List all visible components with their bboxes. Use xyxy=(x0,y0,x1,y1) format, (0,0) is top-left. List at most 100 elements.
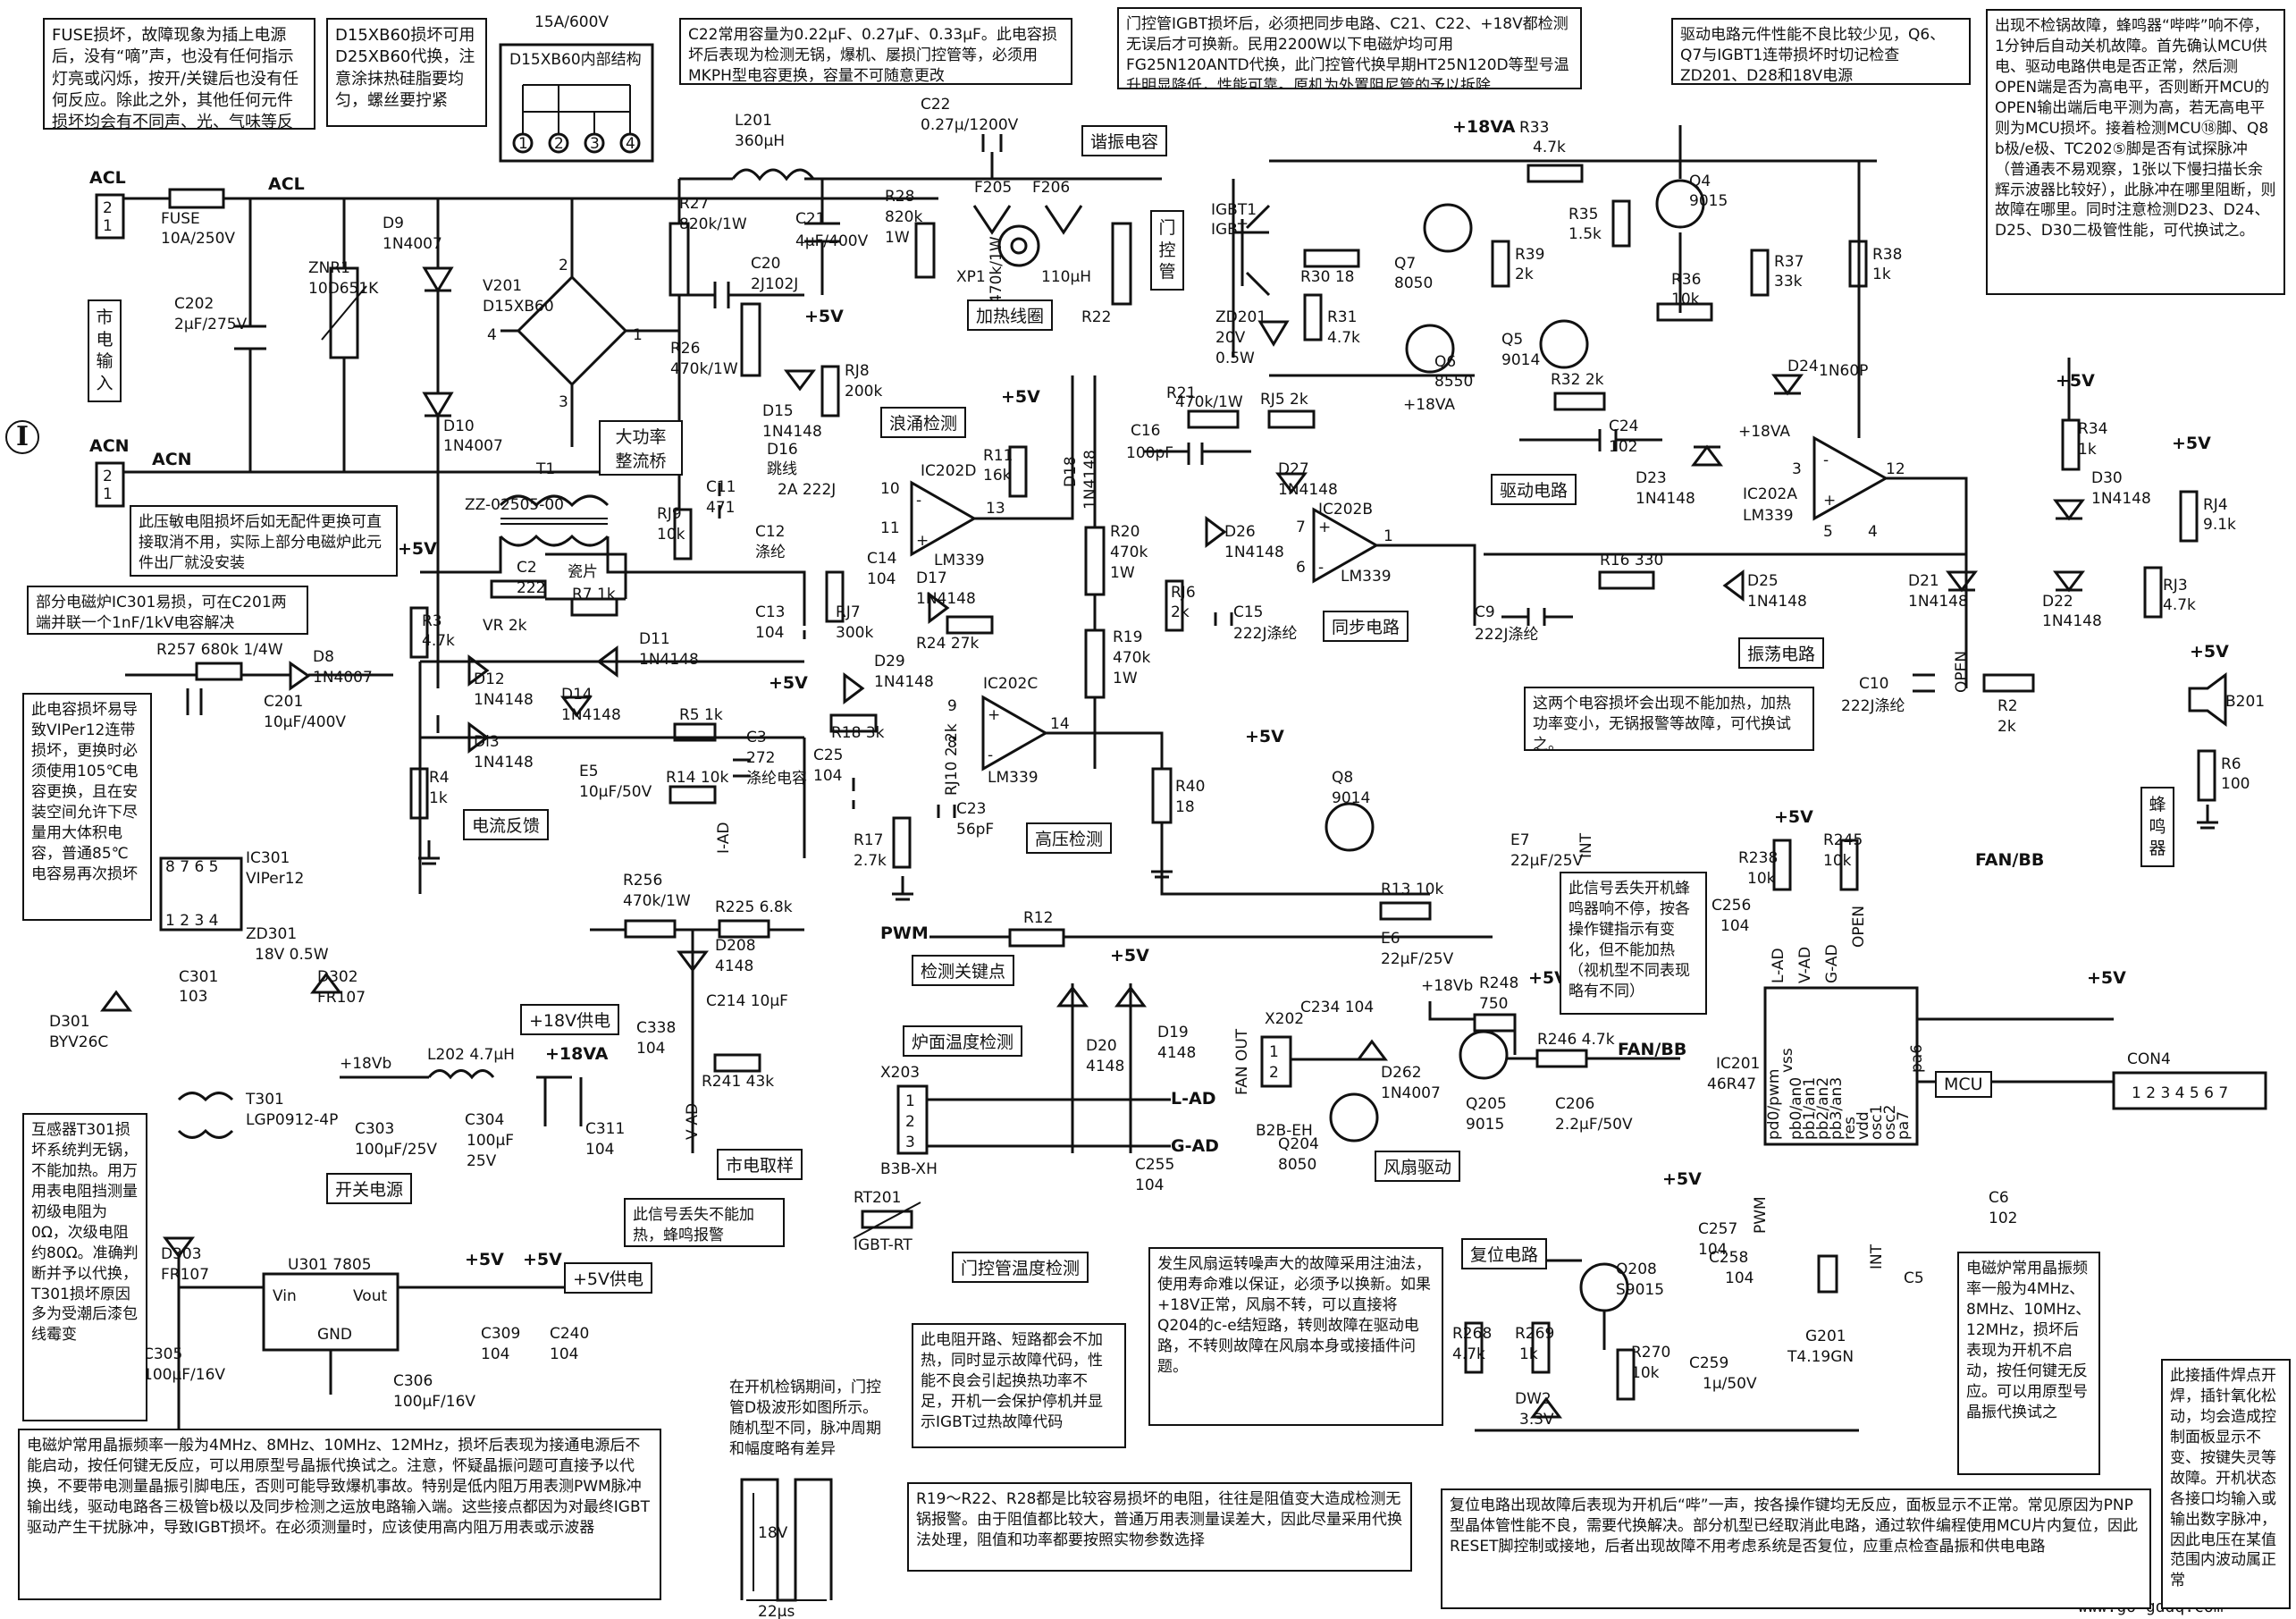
svg-text:D301: D301 xyxy=(49,1013,90,1031)
tag-switch-power: 开关电源 xyxy=(326,1173,413,1204)
mcu-ic201 xyxy=(1763,986,1919,1146)
svg-text:FAN OUT: FAN OUT xyxy=(1233,1028,1251,1095)
svg-text:R256: R256 xyxy=(623,872,662,890)
svg-text:-: - xyxy=(1318,559,1324,577)
svg-text:D24: D24 xyxy=(1787,358,1819,375)
svg-text:+: + xyxy=(1823,492,1836,510)
svg-text:E5: E5 xyxy=(579,763,599,780)
note-fan: 发生风扇运转噪声大的故障采用注油法，使用寿命难以保证，必须予以换新。如果+18V… xyxy=(1148,1247,1443,1426)
svg-text:10: 10 xyxy=(880,480,900,498)
svg-text:22μF/25V: 22μF/25V xyxy=(1381,950,1454,968)
svg-text:涤纶电容: 涤纶电容 xyxy=(746,770,807,788)
crystal-g201 xyxy=(1817,1254,1838,1294)
comparator-ic202d xyxy=(910,480,978,557)
svg-text:涤纶: 涤纶 xyxy=(755,544,786,561)
svg-text:8: 8 xyxy=(947,734,957,752)
svg-text:D14: D14 xyxy=(561,686,593,704)
svg-text:12: 12 xyxy=(1886,460,1905,478)
svg-text:C301: C301 xyxy=(179,968,218,986)
svg-text:C255: C255 xyxy=(1135,1156,1174,1174)
svg-text:R18 3k: R18 3k xyxy=(831,724,885,742)
svg-text:18V 0.5W: 18V 0.5W xyxy=(255,946,329,964)
svg-text:1N4148: 1N4148 xyxy=(2042,612,2102,630)
svg-text:100μF/25V: 100μF/25V xyxy=(355,1141,437,1159)
svg-text:C257: C257 xyxy=(1698,1220,1737,1238)
resistor-r35 xyxy=(1611,199,1631,248)
svg-text:FR107: FR107 xyxy=(317,989,366,1007)
svg-text:pb1/an1: pb1/an1 xyxy=(1801,1077,1819,1140)
transistor-q5 xyxy=(1539,319,1589,369)
svg-text:+5V: +5V xyxy=(804,307,844,326)
resistor-rj7 xyxy=(825,570,845,623)
svg-text:4.7k: 4.7k xyxy=(422,632,455,650)
svg-text:Q4: Q4 xyxy=(1689,173,1711,190)
note-varistor: 此压敏电阻损坏后如无配件更换可直接取消不用，实际上部分电磁炉此元件出厂就没安装 xyxy=(130,505,398,577)
svg-text:F206: F206 xyxy=(1032,179,1070,197)
svg-text:33k: 33k xyxy=(1774,273,1803,291)
resistor-r12 xyxy=(1008,928,1065,948)
svg-text:16k: 16k xyxy=(983,467,1012,485)
resistor-r13 xyxy=(1379,901,1432,921)
svg-text:+5V: +5V xyxy=(769,673,808,693)
acn-connector xyxy=(95,461,125,508)
svg-text:R225 6.8k: R225 6.8k xyxy=(715,898,793,916)
note-c22: C22常用容量为0.22μF、0.27μF、0.33μF。此电容损坏后表现为检测… xyxy=(679,18,1072,85)
resistor-r14 xyxy=(669,785,717,805)
svg-text:+5V: +5V xyxy=(398,539,437,559)
svg-text:2k: 2k xyxy=(1515,266,1534,283)
svg-text:VIPer12: VIPer12 xyxy=(246,870,304,888)
svg-text:S9015: S9015 xyxy=(1616,1281,1664,1299)
svg-text:res: res xyxy=(1841,1117,1859,1140)
resistor-r246 xyxy=(1535,1049,1588,1068)
note-r19-r22: R19～R22、R28都是比较容易损坏的电阻，往往是阻值变大造成检测无锅报警。由… xyxy=(907,1482,1412,1572)
svg-text:D21: D21 xyxy=(1908,572,1939,590)
svg-text:IC202A: IC202A xyxy=(1743,485,1797,503)
svg-text:C206: C206 xyxy=(1555,1095,1594,1113)
svg-text:DW2: DW2 xyxy=(1515,1390,1552,1408)
svg-text:11: 11 xyxy=(880,519,900,537)
svg-text:1N4148: 1N4148 xyxy=(1636,490,1695,508)
svg-text:1μ/50V: 1μ/50V xyxy=(1703,1375,1757,1393)
svg-text:+18VA: +18VA xyxy=(1738,423,1790,441)
svg-text:C24: C24 xyxy=(1609,417,1639,435)
svg-text:R14 10k: R14 10k xyxy=(666,769,728,787)
svg-text:R33: R33 xyxy=(1519,119,1549,137)
tag-pan-temp-detect: 炉面温度检测 xyxy=(903,1025,1023,1057)
svg-text:104: 104 xyxy=(755,624,784,642)
resistor-r37 xyxy=(1750,249,1770,297)
svg-text:C9: C9 xyxy=(1475,603,1495,621)
svg-text:pa7: pa7 xyxy=(1895,1111,1913,1140)
comparator-ic202b xyxy=(1312,507,1380,584)
resistor-r268 xyxy=(1464,1321,1484,1374)
svg-text:+18VA: +18VA xyxy=(1403,396,1455,414)
svg-text:2k: 2k xyxy=(1171,603,1190,621)
svg-text:1k: 1k xyxy=(1872,266,1891,283)
svg-text:470k/1W: 470k/1W xyxy=(1175,393,1243,411)
resistor-r31 xyxy=(1303,293,1323,342)
resistor-r269 xyxy=(1531,1321,1551,1374)
svg-text:U301 7805: U301 7805 xyxy=(288,1256,372,1274)
svg-text:3: 3 xyxy=(559,393,568,411)
mcu-pins: pd0/pwm vss pb0/an0 pb1/an1 pb2/an2 pb3/… xyxy=(1765,1044,1926,1140)
resistor-r26 xyxy=(740,302,761,377)
svg-text:1N4148: 1N4148 xyxy=(1908,593,1968,611)
svg-text:C338: C338 xyxy=(636,1019,676,1037)
svg-text:R7 1k: R7 1k xyxy=(572,586,616,603)
svg-text:102: 102 xyxy=(1609,438,1637,456)
tag-mains-input: 市电输入 xyxy=(88,299,122,402)
svg-text:470k: 470k xyxy=(1110,544,1148,561)
svg-text:C201: C201 xyxy=(264,693,303,711)
svg-text:+5V: +5V xyxy=(523,1250,562,1269)
svg-text:R238: R238 xyxy=(1738,849,1778,867)
svg-text:X202: X202 xyxy=(1265,1010,1304,1028)
svg-text:D22: D22 xyxy=(2042,593,2073,611)
svg-text:100μF: 100μF xyxy=(467,1132,514,1150)
svg-text:4.7k: 4.7k xyxy=(1452,1345,1485,1363)
svg-text:D9: D9 xyxy=(383,215,404,232)
svg-text:+5V: +5V xyxy=(1001,387,1040,407)
tag-resonant-cap: 谐振电容 xyxy=(1081,125,1168,156)
svg-text:vss: vss xyxy=(1779,1048,1796,1073)
svg-text:R11: R11 xyxy=(983,447,1013,465)
svg-text:2μF/275V: 2μF/275V xyxy=(174,316,248,333)
